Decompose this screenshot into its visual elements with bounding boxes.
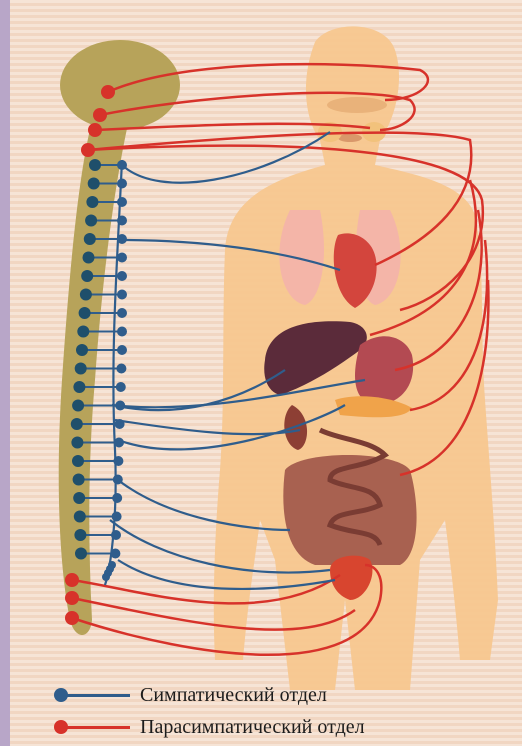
spinal-root-node bbox=[80, 289, 92, 301]
legend-label-sympathetic: Симпатический отдел bbox=[140, 684, 327, 707]
parasympathetic-node bbox=[93, 108, 107, 122]
spinal-root-node bbox=[83, 252, 95, 264]
spinal-root-node bbox=[72, 400, 84, 412]
spinal-root-node bbox=[73, 492, 85, 504]
legend-parasympathetic: Парасимпатический отдел bbox=[60, 716, 365, 739]
sympathetic-ganglion bbox=[112, 512, 122, 522]
parasympathetic-node bbox=[65, 573, 79, 587]
parasympathetic-node bbox=[81, 143, 95, 157]
sympathetic-ganglion bbox=[116, 364, 126, 374]
spinal-root-node bbox=[85, 215, 97, 227]
intestines bbox=[283, 455, 416, 565]
spinal-root-node bbox=[73, 381, 85, 393]
spinal-root-node bbox=[73, 474, 85, 486]
sympathetic-ganglion bbox=[117, 160, 127, 170]
sympathetic-ganglion bbox=[117, 345, 127, 355]
face-eyes bbox=[327, 97, 387, 113]
spinal-root-node bbox=[84, 233, 96, 245]
spinal-root-node bbox=[89, 159, 101, 171]
legend-label-parasympathetic: Парасимпатический отдел bbox=[140, 716, 365, 739]
spinal-root-node bbox=[86, 196, 98, 208]
legend-line-parasympathetic bbox=[60, 726, 130, 729]
spinal-root-node bbox=[71, 418, 83, 430]
spinal-root-node bbox=[79, 307, 91, 319]
sympathetic-ganglion bbox=[117, 179, 127, 189]
spinal-root-node bbox=[77, 326, 89, 338]
sympathetic-ganglion bbox=[116, 382, 126, 392]
spinal-root-node bbox=[72, 455, 84, 467]
legend-dot-sympathetic bbox=[54, 688, 68, 702]
sympathetic-ganglion bbox=[113, 475, 123, 485]
sympathetic-ganglion bbox=[113, 456, 123, 466]
sympathetic-ganglion bbox=[115, 419, 125, 429]
spinal-root-node bbox=[75, 548, 87, 560]
sympathetic-ganglion bbox=[102, 573, 110, 581]
sympathetic-ganglion bbox=[112, 493, 122, 503]
legend-dot-parasympathetic bbox=[54, 720, 68, 734]
parasympathetic-node bbox=[65, 611, 79, 625]
legend-line-sympathetic bbox=[60, 694, 130, 697]
spinal-root-node bbox=[75, 363, 87, 375]
sympathetic-ganglion bbox=[111, 530, 121, 540]
parasympathetic-node bbox=[101, 85, 115, 99]
sympathetic-ganglion bbox=[114, 438, 124, 448]
sympathetic-ganglion bbox=[117, 234, 127, 244]
spinal-root-node bbox=[71, 437, 83, 449]
parasympathetic-node bbox=[88, 123, 102, 137]
spinal-root-node bbox=[74, 529, 86, 541]
spinal-root-node bbox=[76, 344, 88, 356]
spinal-root-node bbox=[81, 270, 93, 282]
parasympathetic-node bbox=[65, 591, 79, 605]
sympathetic-ganglion bbox=[117, 271, 127, 281]
sympathetic-ganglion bbox=[117, 197, 127, 207]
sympathetic-ganglion bbox=[117, 290, 127, 300]
sympathetic-ganglion bbox=[117, 216, 127, 226]
mouth bbox=[338, 134, 362, 142]
sympathetic-ganglion bbox=[110, 549, 120, 559]
sympathetic-ganglion bbox=[117, 308, 127, 318]
sympathetic-ganglion bbox=[117, 327, 127, 337]
spinal-root-node bbox=[88, 178, 100, 190]
spinal-root-node bbox=[74, 511, 86, 523]
sympathetic-ganglion bbox=[115, 401, 125, 411]
sympathetic-ganglion bbox=[117, 253, 127, 263]
legend-sympathetic: Симпатический отдел bbox=[60, 684, 327, 707]
